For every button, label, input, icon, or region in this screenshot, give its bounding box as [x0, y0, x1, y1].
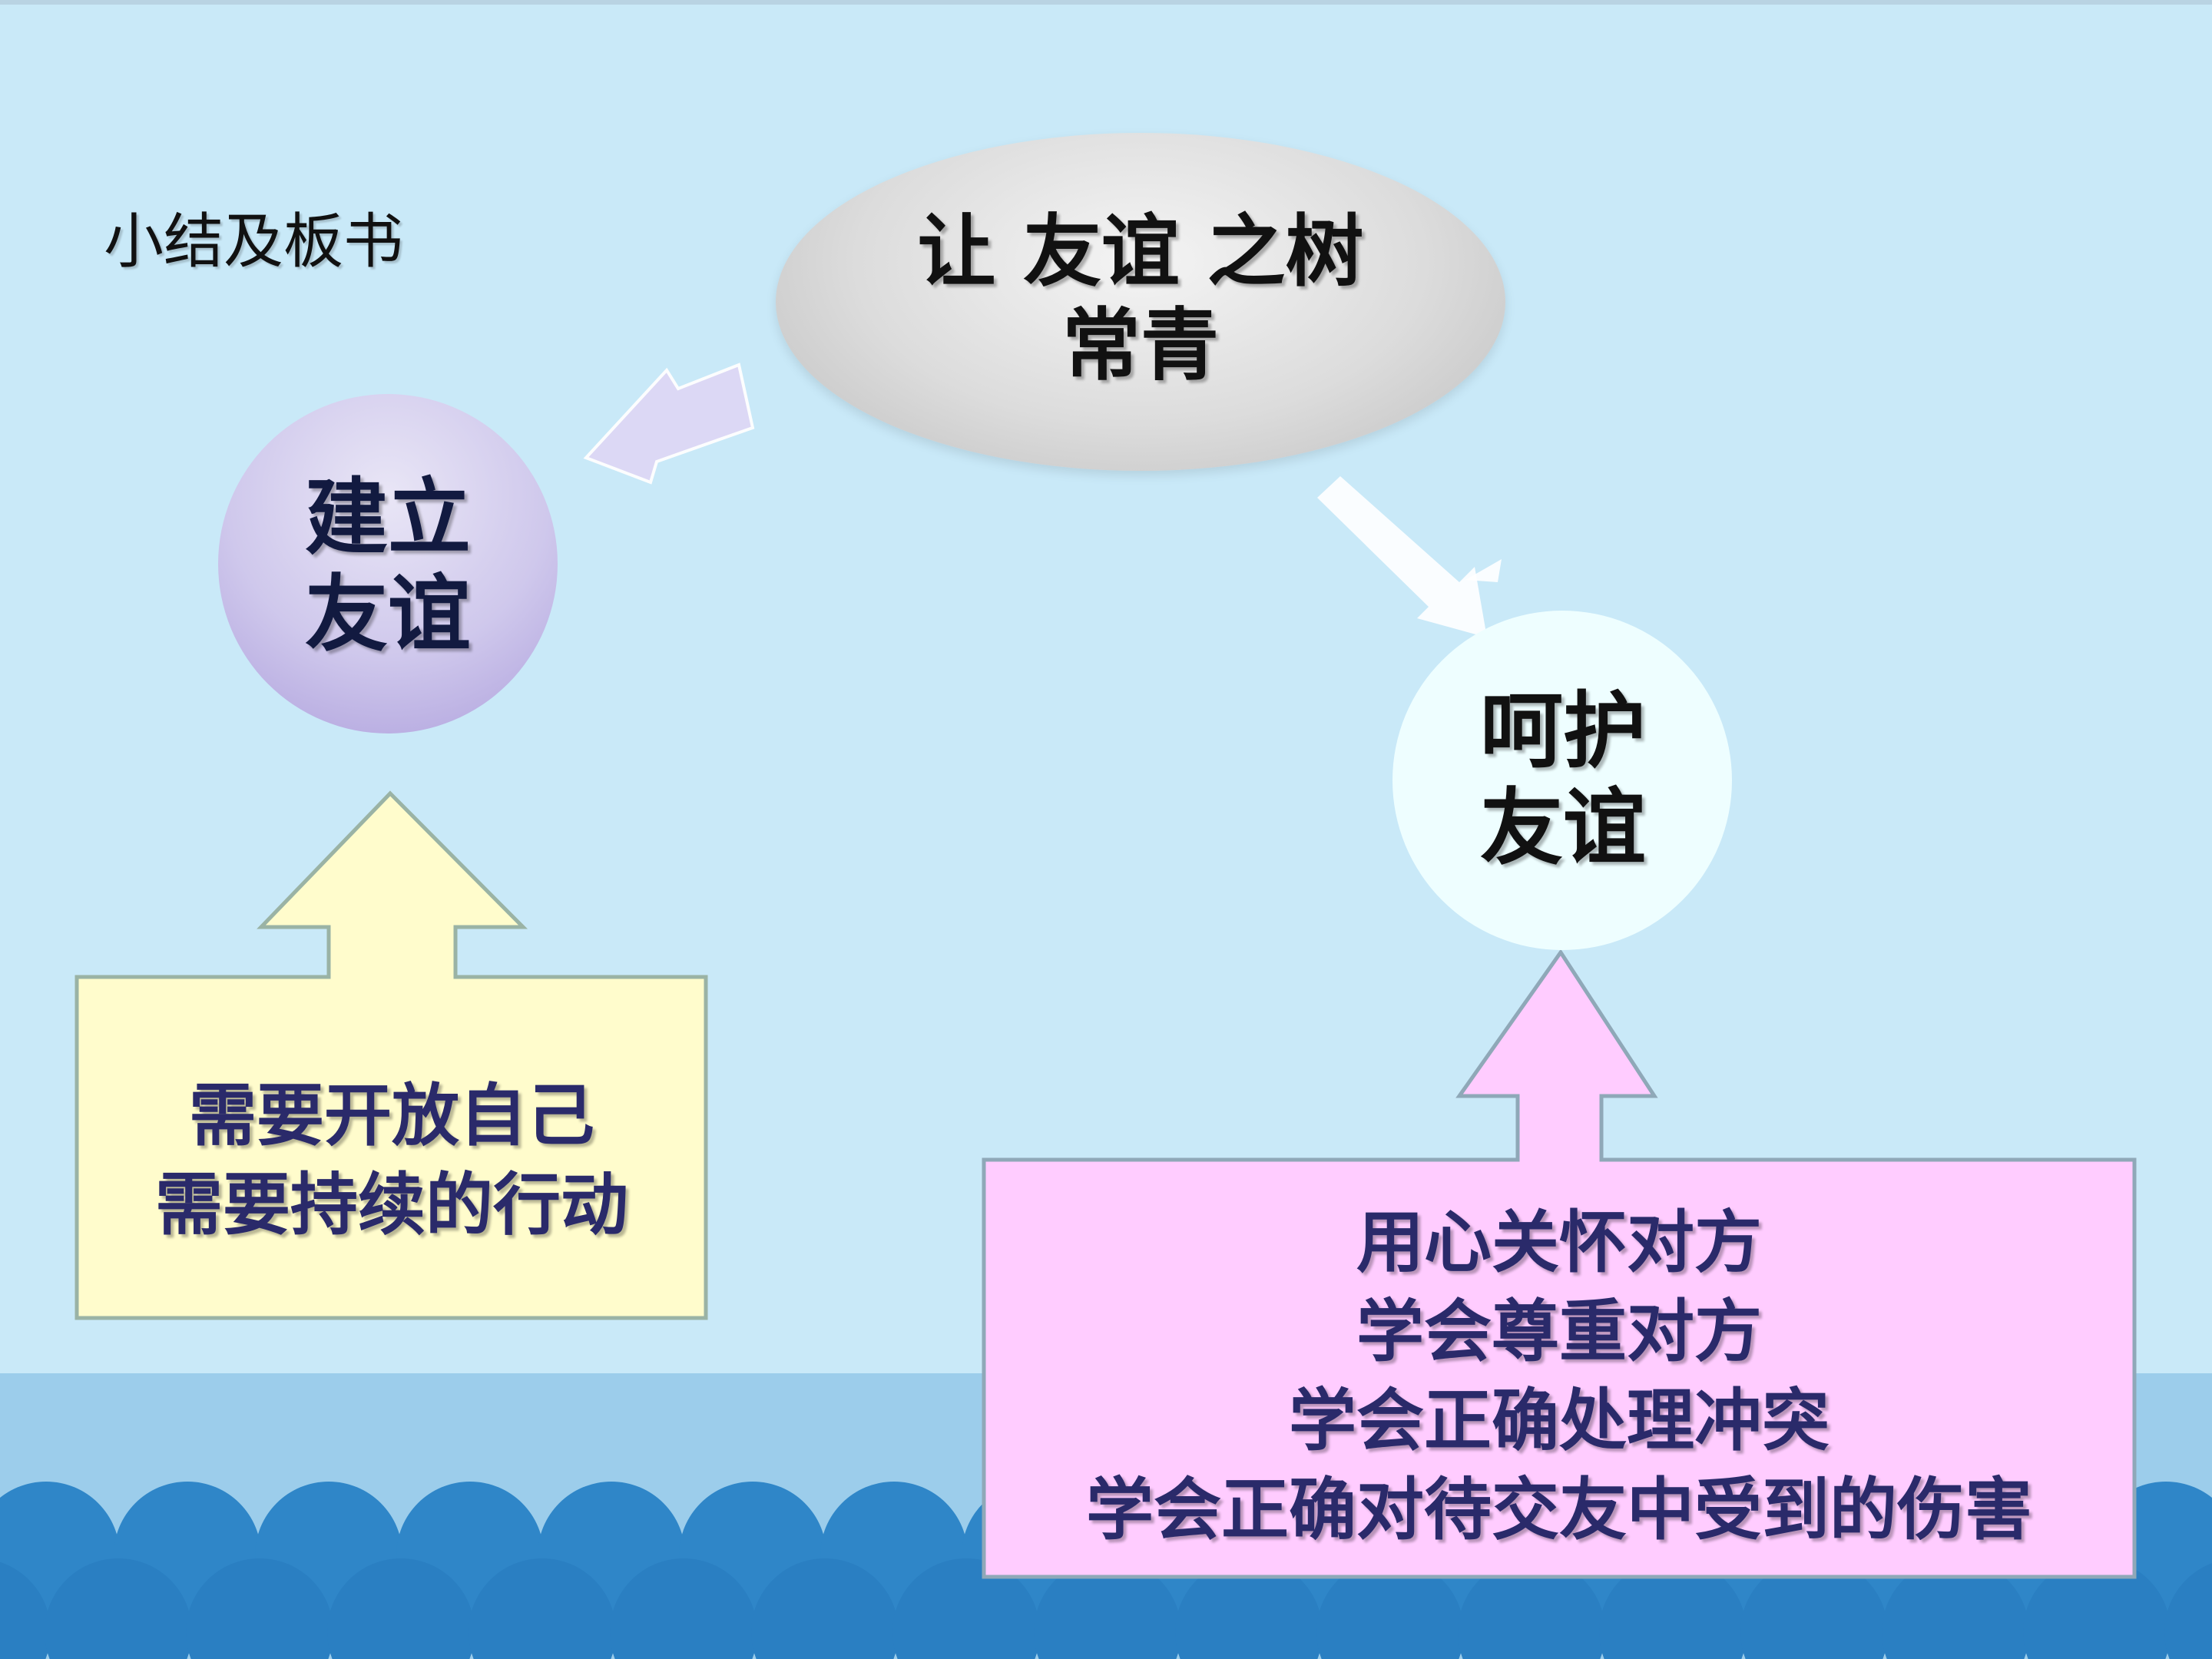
care-box: [982, 949, 2137, 1579]
wave-bubble: [45, 1558, 192, 1659]
wave-pattern: [0, 1482, 2212, 1659]
wave-bubble: [1740, 1558, 1888, 1659]
care-box-line: 学会正确处理冲突: [1288, 1381, 1830, 1460]
top-border-line: [0, 0, 2212, 5]
care-label: 呵护 友谊: [1406, 684, 1720, 877]
wave-bubble: [2164, 1563, 2212, 1659]
care-box-line: 学会正确对待交友中受到的伤害: [1085, 1470, 2032, 1549]
care-box-line: 学会尊重对方: [1356, 1292, 1762, 1371]
wave-bubble: [0, 1561, 51, 1659]
build-circle: [218, 394, 558, 733]
wave-bubble: [1599, 1558, 1747, 1659]
wave-bubble: [1175, 1558, 1323, 1659]
arrow-to-care-fragment: [1465, 559, 1502, 582]
build-box: [75, 790, 708, 1320]
center-label-line: 让 友谊 之树: [917, 207, 1364, 298]
build-box-line: 需要持续的行动: [154, 1165, 628, 1244]
wave-bubble: [1458, 1558, 1605, 1659]
center-label: 让 友谊 之树 常青: [853, 206, 1429, 393]
center-label-line: 常青: [1062, 300, 1219, 392]
wave-bubble: [751, 1558, 899, 1659]
wave-bubble: [327, 1558, 475, 1659]
build-box-line: 需要开放自己: [188, 1076, 594, 1155]
care-circle: [1392, 611, 1732, 950]
build-box-text: 需要开放自己 需要持续的行动: [77, 1071, 707, 1250]
wave-bubble: [1882, 1558, 2029, 1659]
center-ellipse: [776, 133, 1505, 471]
arrow-to-care: [1317, 476, 1487, 637]
wave-bubble: [469, 1558, 616, 1659]
build-label-line: 建立: [304, 470, 471, 566]
care-box-text: 用心关怀对方 学会尊重对方 学会正确处理冲突 学会正确对待交友中受到的伤害: [987, 1198, 2131, 1555]
wave-bubble: [2023, 1558, 2171, 1659]
arrow-to-build: [583, 363, 755, 485]
wave-bubble: [186, 1558, 333, 1659]
build-label: 建立 友谊: [230, 470, 545, 664]
wave-bubble: [610, 1558, 757, 1659]
care-label-line: 呵护: [1479, 684, 1646, 780]
build-label-line: 友谊: [304, 567, 471, 663]
care-label-line: 友谊: [1479, 780, 1646, 876]
wave-bubble: [892, 1558, 1040, 1659]
care-box-line: 用心关怀对方: [1356, 1203, 1762, 1282]
wave-bubble: [1034, 1558, 1181, 1659]
wave-bubble: [1316, 1558, 1464, 1659]
slide-title: 小结及板书: [104, 207, 404, 276]
